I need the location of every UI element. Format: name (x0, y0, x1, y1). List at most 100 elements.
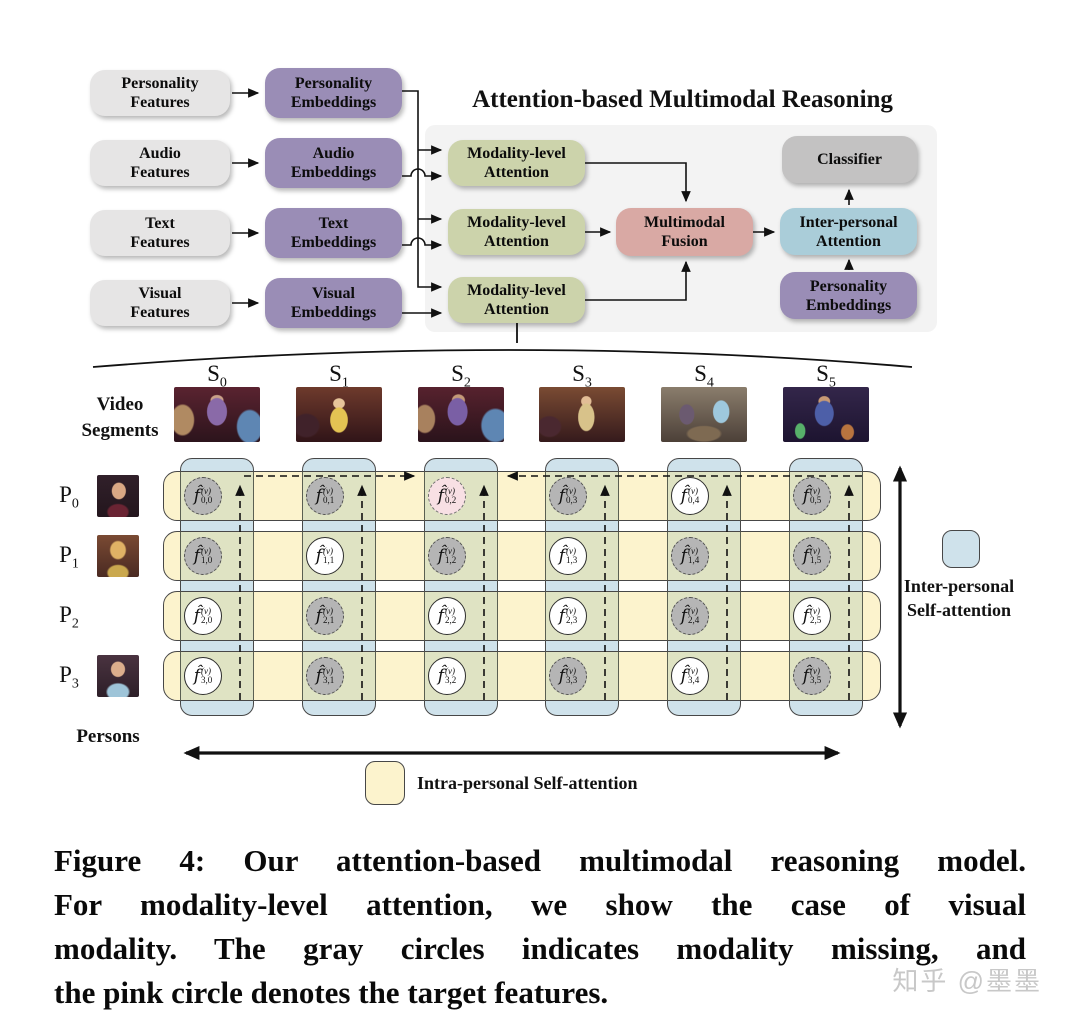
persons-label: Persons (76, 726, 140, 747)
feature-node-0-2-target: f̂(v)0,2 (428, 477, 466, 515)
box-label: Embeddings (290, 234, 377, 251)
box-label: Modality-level (467, 145, 566, 162)
box-label: Embeddings (805, 296, 892, 314)
f-hat-symbol: f̂ (558, 485, 566, 506)
box-label: Features (130, 164, 190, 181)
caption-line: For modality-level attention, we show th… (54, 887, 1026, 922)
f-hat-symbol: f̂ (193, 665, 201, 686)
box-label: Fusion (661, 233, 708, 250)
f-hat-symbol: f̂ (558, 545, 566, 566)
box-label: Personality (294, 75, 373, 92)
label-line: Segments (81, 420, 159, 441)
person-thumbnail-p2 (97, 595, 139, 637)
caption-line: Figure 4: Our attention-based multimodal… (54, 843, 1026, 878)
f-hat-symbol: f̂ (315, 665, 323, 686)
f-hat-symbol: f̂ (437, 545, 445, 566)
feature-node-0-4: f̂(v)0,4 (671, 477, 709, 515)
box-label: Embeddings (290, 164, 377, 181)
box-label: Features (130, 94, 190, 111)
intrapersonal-band-p2 (163, 591, 881, 641)
f-hat-symbol: f̂ (193, 545, 201, 566)
video-thumbnail-s1 (296, 387, 382, 442)
f-hat-symbol: f̂ (315, 485, 323, 506)
feature-node-2-1: f̂(v)2,1 (306, 597, 344, 635)
f-hat-symbol: f̂ (193, 605, 201, 626)
feature-node-3-0: f̂(v)3,0 (184, 657, 222, 695)
intrapersonal-legend-swatch (365, 761, 405, 805)
feature-node-1-5: f̂(v)1,5 (793, 537, 831, 575)
box-label: Personality (809, 277, 888, 295)
box-label: Text (145, 215, 175, 232)
person-label-p2: P2 (59, 602, 79, 632)
f-hat-symbol: f̂ (437, 485, 445, 506)
f-hat-symbol: f̂ (802, 665, 810, 686)
feature-node-2-2: f̂(v)2,2 (428, 597, 466, 635)
feature-node-0-3: f̂(v)0,3 (549, 477, 587, 515)
figure-caption: Figure 4: Our attention-based multimodal… (54, 839, 1026, 1015)
box-label: Modality-level (467, 282, 566, 299)
feature-node-3-2: f̂(v)3,2 (428, 657, 466, 695)
box-label: Classifier (817, 151, 882, 168)
caption-line: the pink circle denotes the target featu… (54, 975, 609, 1010)
f-hat-symbol: f̂ (437, 605, 445, 626)
f-hat-symbol: f̂ (802, 485, 810, 506)
person-thumbnail-p1 (97, 535, 139, 577)
box-label: Attention (484, 233, 549, 250)
person-thumbnail-p0 (97, 475, 139, 517)
caption-line: modality. The gray circles indicates mod… (54, 931, 1026, 966)
intrapersonal-band-p3 (163, 651, 881, 701)
box-label: Visual (312, 285, 355, 302)
feature-node-3-3: f̂(v)3,3 (549, 657, 587, 695)
feature-node-2-5: f̂(v)2,5 (793, 597, 831, 635)
interpersonal-legend-swatch (942, 530, 980, 568)
feature-node-1-1: f̂(v)1,1 (306, 537, 344, 575)
box-label: Features (130, 304, 190, 321)
f-hat-symbol: f̂ (558, 605, 566, 626)
video-thumbnail-s5 (783, 387, 869, 442)
intrapersonal-band-p1 (163, 531, 881, 581)
intrapersonal-band-p0 (163, 471, 881, 521)
person-thumbnail-p3 (97, 655, 139, 697)
video-thumbnail-s4 (661, 387, 747, 442)
f-hat-symbol: f̂ (680, 605, 688, 626)
feature-node-2-0: f̂(v)2,0 (184, 597, 222, 635)
video-thumbnail-s2 (418, 387, 504, 442)
box-label: Personality (121, 75, 199, 92)
feature-node-0-0: f̂(v)0,0 (184, 477, 222, 515)
person-label-p1: P1 (59, 542, 79, 572)
box-label: Embeddings (290, 94, 377, 111)
label-line: Video (96, 394, 144, 415)
f-hat-symbol: f̂ (437, 665, 445, 686)
f-hat-symbol: f̂ (315, 545, 323, 566)
feature-node-3-4: f̂(v)3,4 (671, 657, 709, 695)
diagram-title: Attention-based Multimodal Reasoning (472, 86, 893, 113)
f-hat-symbol: f̂ (802, 545, 810, 566)
f-hat-symbol: f̂ (680, 545, 688, 566)
classifier-box: Classifier (782, 136, 917, 183)
person-label-p3: P3 (59, 662, 79, 692)
zhihu-watermark: 知乎 @墨墨 (892, 966, 1042, 996)
intrapersonal-legend-label: Intra-personal Self-attention (417, 773, 638, 793)
box-label: Visual (138, 285, 182, 302)
feature-node-1-4: f̂(v)1,4 (671, 537, 709, 575)
box-label: Multimodal (644, 214, 725, 231)
feature-node-2-4: f̂(v)2,4 (671, 597, 709, 635)
feature-node-2-3: f̂(v)2,3 (549, 597, 587, 635)
feature-node-1-2: f̂(v)1,2 (428, 537, 466, 575)
